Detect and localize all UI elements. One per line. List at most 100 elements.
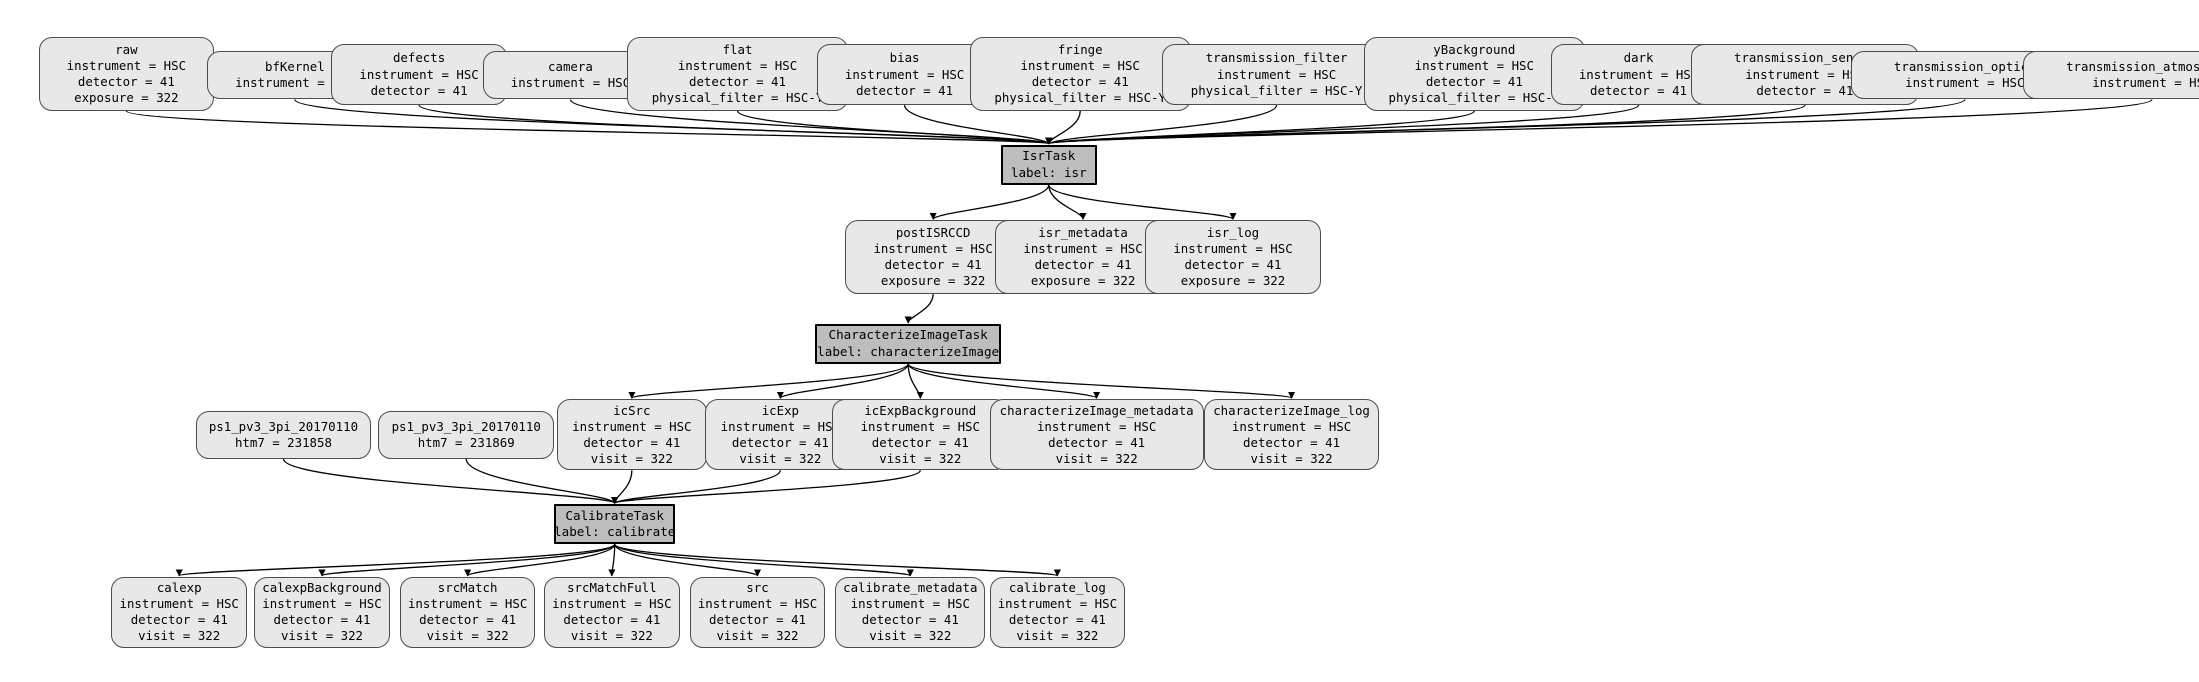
node-dimension: visit = 322 [1055, 450, 1138, 466]
node-dimension: instrument = HSC [860, 418, 980, 434]
edge-CharacterizeImageTask-to-characterizeImage_metadata [907, 363, 1101, 399]
node-title: CalibrateTask [565, 507, 664, 523]
edge-paths [125, 98, 2153, 577]
node-dimension: instrument = HSC [844, 66, 965, 82]
node-dimension: instrument = HSC [510, 75, 631, 91]
edge-IsrTask-to-isr_log [1048, 184, 1237, 220]
node-dimension: detector = 41 [871, 434, 969, 450]
edge-flat-to-IsrTask [736, 110, 1053, 145]
node-dimension: visit = 322 [570, 628, 653, 644]
node-title: IsrTask [1022, 148, 1076, 164]
edge-icExp-to-CalibrateTask [611, 469, 782, 505]
node-dimension: instrument = HSC [552, 596, 672, 612]
node-dimension: detector = 41 [419, 612, 517, 628]
node-dimension: htm7 = 231869 [417, 434, 515, 450]
node-dimension: instrument = HSC [1745, 66, 1865, 82]
node-dimension: label: characterizeImage [817, 343, 1000, 359]
node-dimension: detector = 41 [1048, 434, 1146, 450]
node-dimension: instrument = HSC [1020, 57, 1140, 73]
node-title: transmission_atmosphere [2066, 59, 2199, 75]
dataset-node-transmission_atmosphere[interactable]: transmission_atmosphereinstrument = HSC [2023, 51, 2199, 100]
node-dimension: label: isr [1010, 164, 1087, 180]
node-dimension: instrument = HSC [1036, 418, 1157, 434]
node-title: transmission_filter [1205, 50, 1348, 66]
node-dimension: detector = 41 [1034, 257, 1132, 273]
node-dimension: detector = 41 [273, 612, 371, 628]
node-title: fringe [1057, 41, 1103, 57]
node-dimension: physical_filter = HSC-Y [1190, 82, 1363, 98]
node-title: srcMatchFull [567, 580, 657, 596]
edge-bias-to-IsrTask [903, 104, 1053, 145]
edge-defects-to-IsrTask [418, 104, 1052, 145]
node-title: characterizeImage_metadata [999, 402, 1194, 418]
node-dimension: detector = 41 [370, 82, 468, 98]
node-dimension: visit = 322 [426, 628, 509, 644]
node-dimension: visit = 322 [716, 628, 799, 644]
node-title: calexpBackground [262, 580, 382, 596]
node-dimension: instrument = HSC [1578, 66, 1699, 82]
edge-transmission_sensor-to-IsrTask [1045, 104, 1806, 145]
node-title: ps1_pv3_3pi_20170110 [391, 418, 541, 434]
edge-CharacterizeImageTask-to-icSrc [628, 363, 909, 399]
edge-dark-to-IsrTask [1045, 104, 1640, 145]
node-dimension: detector = 41 [861, 612, 959, 628]
node-title: srcMatch [437, 580, 498, 596]
node-title: yBackground [1433, 41, 1516, 57]
node-dimension: instrument = HSC [697, 596, 818, 612]
node-dimension: instrument = HSC [262, 596, 382, 612]
edge-CalibrateTask-to-calexpBackground [318, 543, 616, 577]
node-dimension: visit = 322 [1016, 628, 1099, 644]
node-title: camera [548, 59, 593, 75]
edge-IsrTask-to-postISRCCD [929, 184, 1050, 220]
node-title: icExp [761, 402, 799, 418]
node-dimension: instrument = HSC [677, 57, 798, 73]
edge-fringe-to-IsrTask [1045, 110, 1081, 145]
node-title: postISRCCD [895, 224, 971, 240]
node-dimension: visit = 322 [138, 628, 221, 644]
node-dimension: detector = 41 [731, 434, 829, 450]
node-title: isr_log [1206, 224, 1260, 240]
node-dimension: instrument = HSC [850, 596, 970, 612]
node-title: calexp [156, 580, 202, 596]
node-dimension: instrument = HSC [720, 418, 841, 434]
edge-CalibrateTask-to-srcMatch [464, 543, 616, 577]
edge-postISRCCD-to-CharacterizeImageTask [904, 294, 934, 324]
node-title: calibrate_log [1008, 580, 1106, 596]
node-dimension: visit = 322 [1250, 450, 1333, 466]
node-title: icExpBackground [864, 402, 977, 418]
edge-icSrc-to-CalibrateTask [611, 470, 633, 505]
node-dimension: detector = 41 [884, 257, 982, 273]
node-dimension: visit = 322 [280, 628, 363, 644]
node-dimension: detector = 41 [1756, 82, 1854, 98]
node-dimension: detector = 41 [563, 612, 661, 628]
node-title: calibrate_metadata [843, 580, 978, 596]
node-dimension: instrument = HSC [1231, 418, 1352, 434]
